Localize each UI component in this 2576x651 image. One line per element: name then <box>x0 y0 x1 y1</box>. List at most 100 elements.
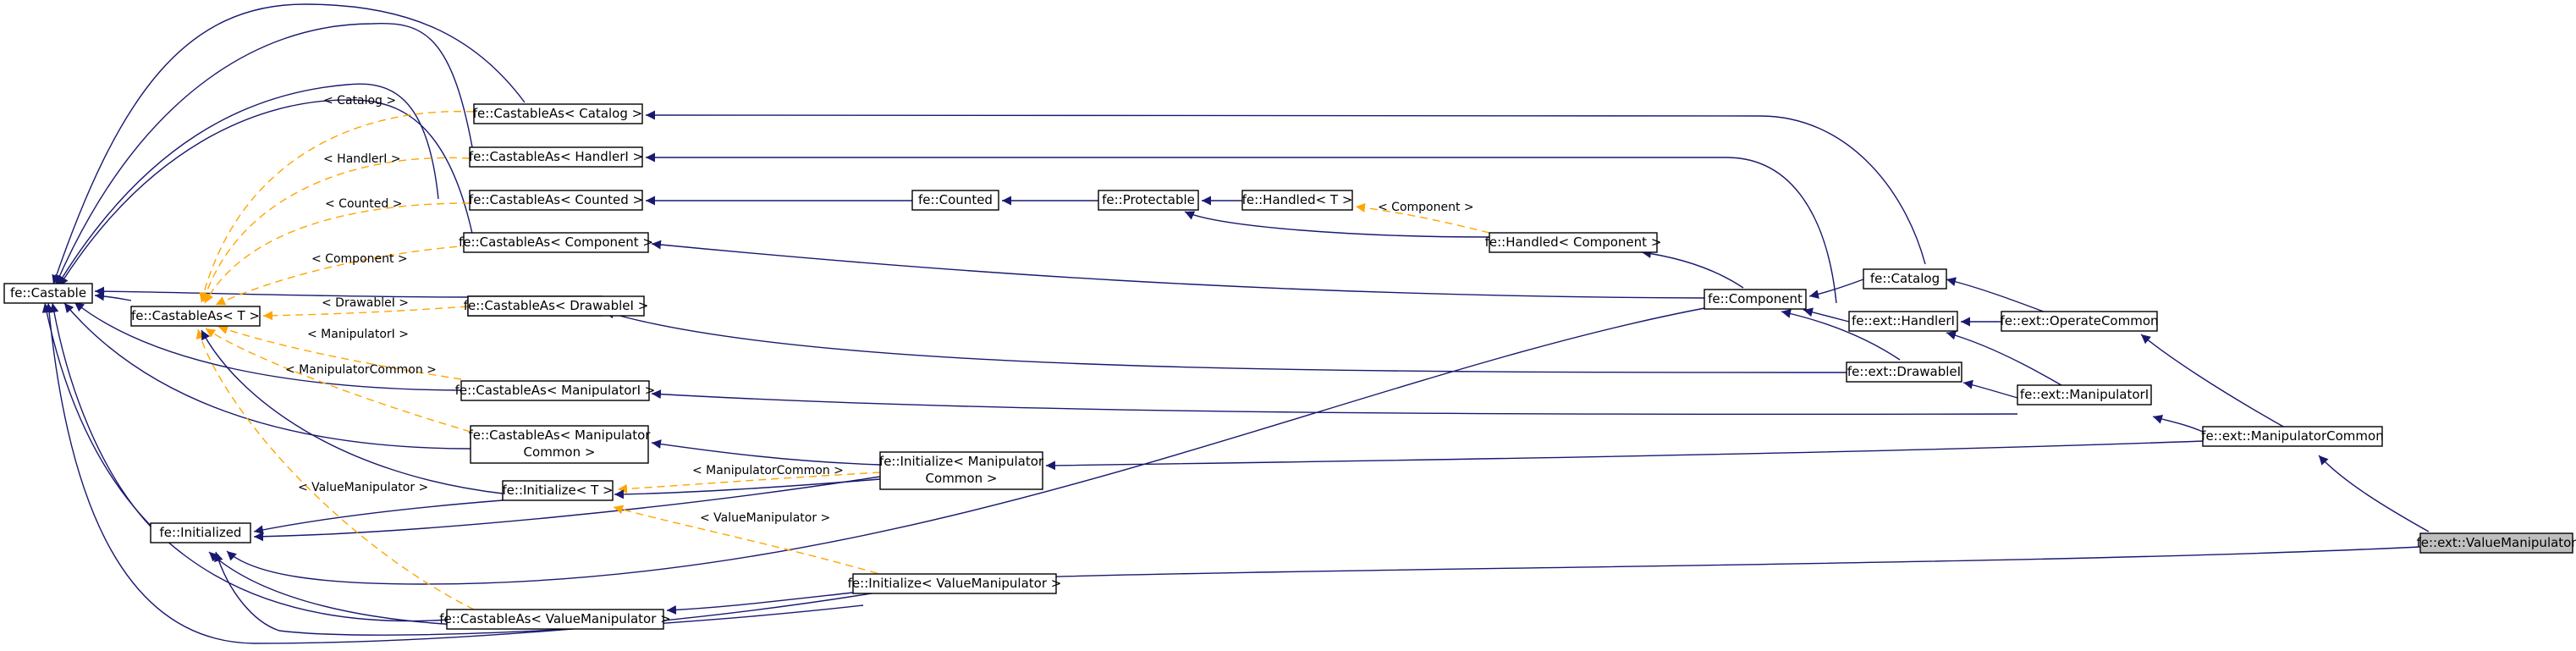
edge-component-to-castableas-component <box>651 240 1705 299</box>
node-label: fe::ext::ValueManipulator <box>2416 535 2576 550</box>
edge-castableas-t-to-castable <box>94 291 132 301</box>
node-fe-ext-handleri[interactable]: fe::ext::HandlerI <box>1848 311 1958 332</box>
node-label: fe::ext::ManipulatorCommon <box>2201 428 2383 444</box>
node-fe-castableas-drawablei[interactable]: fe::CastableAs< DrawableI > <box>464 295 649 317</box>
edge-initialized-to-castable <box>49 302 151 527</box>
edge-label-valuemanipulator: < ValueManipulator > <box>298 481 428 494</box>
edge-valuemanipulator-to-manipulatorcommon <box>2318 455 2430 532</box>
node-label: fe::CastableAs< Counted > <box>469 192 643 207</box>
edge-castableas-component-to-castable <box>58 99 475 287</box>
node-fe-castableas-counted[interactable]: fe::CastableAs< Counted > <box>469 190 643 211</box>
edge-initialize-t-to-initialized <box>253 499 504 535</box>
nodes: fe::Castable fe::CastableAs< T > fe::Ini… <box>3 103 2576 630</box>
node-label-line-2: Common > <box>524 444 596 460</box>
node-fe-ext-operatecommon[interactable]: fe::ext::OperateCommon <box>2000 311 2159 332</box>
edge-castableas-counted-to-castable <box>57 83 439 286</box>
template-edge-init-manipulatorcommon <box>617 472 881 494</box>
edge-castableas-drawablei-to-castable <box>94 286 469 298</box>
node-fe-protectable[interactable]: fe::Protectable <box>1098 190 1199 211</box>
edge-manipulatorcommon-to-manipulatori <box>2152 415 2204 433</box>
node-label: fe::ext::ManipulatorI <box>2020 387 2149 402</box>
node-fe-initialize-manipulatorcommon[interactable]: fe::Initialize< Manipulator Common > <box>879 451 1044 490</box>
node-label: fe::ext::HandlerI <box>1852 313 1955 328</box>
node-fe-castableas-valuemanipulator[interactable]: fe::CastableAs< ValueManipulator > <box>439 609 671 630</box>
edges-right <box>1001 277 2430 583</box>
node-label: fe::CastableAs< ManipulatorI > <box>455 383 656 398</box>
node-fe-component[interactable]: fe::Component <box>1704 289 1807 310</box>
node-label: fe::Protectable <box>1102 192 1195 207</box>
node-label: fe::Castable <box>10 285 86 301</box>
edge-label-catalog: < Catalog > <box>323 94 396 108</box>
edge-catalog-to-component <box>1808 279 1864 299</box>
node-label: fe::CastableAs< ValueManipulator > <box>439 611 670 626</box>
edge-manipulatorcommon-to-initialize-manipulatorcommon <box>1045 440 2204 471</box>
node-label: fe::CastableAs< Component > <box>459 234 653 250</box>
edges-middle <box>603 110 2018 615</box>
edge-label-component: < Component > <box>311 252 408 266</box>
node-fe-castableas-handleri[interactable]: fe::CastableAs< HandlerI > <box>469 146 643 168</box>
edge-drawablei-to-castableas-drawablei <box>603 309 1847 373</box>
node-label: fe::Handled< Component > <box>1485 234 1662 250</box>
template-edge-manipulatori <box>217 325 462 380</box>
template-edge-manipulatorcommon <box>205 328 471 433</box>
edge-valuemanipulator-to-initialize-valuemanipulator <box>1001 546 2421 583</box>
node-fe-handled-component[interactable]: fe::Handled< Component > <box>1485 232 1662 253</box>
template-edge-counted <box>204 202 471 304</box>
edge-castableas-valuemanipulator-to-castable <box>41 302 449 622</box>
template-edges-castableas-t <box>195 110 504 610</box>
edge-manipulatori-to-drawablei <box>1962 379 2018 399</box>
node-label: fe::CastableAs< Catalog > <box>473 106 642 121</box>
node-fe-handled-t[interactable]: fe::Handled< T > <box>1241 190 1353 211</box>
template-edge-catalog <box>199 110 475 303</box>
edge-label-handled-component: < Component > <box>1378 201 1474 214</box>
edge-labels: < Catalog > < HandlerI > < Counted > < C… <box>285 94 1474 525</box>
node-label: fe::ext::OperateCommon <box>2000 313 2158 328</box>
template-edge-handled-component <box>1355 202 1490 234</box>
node-label-line-1: fe::Initialize< Manipulator <box>879 454 1044 469</box>
template-edge-component <box>215 245 471 306</box>
node-fe-castableas-t[interactable]: fe::CastableAs< T > <box>130 306 261 327</box>
node-fe-castableas-manipulatori[interactable]: fe::CastableAs< ManipulatorI > <box>455 380 656 401</box>
node-fe-ext-manipulatori[interactable]: fe::ext::ManipulatorI <box>2017 384 2152 405</box>
edge-label-init-manipulatorcommon: < ManipulatorCommon > <box>692 464 844 477</box>
node-label-line-1: fe::CastableAs< Manipulator <box>469 428 652 443</box>
edge-castableas-catalog-to-castable <box>52 3 526 285</box>
node-label: fe::Component <box>1708 291 1803 306</box>
node-fe-ext-valuemanipulator[interactable]: fe::ext::ValueManipulator <box>2416 532 2576 554</box>
node-fe-castableas-manipulatorcommon[interactable]: fe::CastableAs< Manipulator Common > <box>469 425 652 464</box>
node-fe-initialized[interactable]: fe::Initialized <box>150 522 251 543</box>
edge-label-handleri: < HandlerI > <box>323 152 401 166</box>
node-fe-counted[interactable]: fe::Counted <box>911 190 999 211</box>
node-label-line-2: Common > <box>926 471 998 486</box>
edge-castableas-handleri-to-castable <box>55 22 475 285</box>
template-edge-init-valuemanipulator <box>613 505 915 585</box>
edge-manipulatori-to-castableas-manipulatori <box>651 389 2018 416</box>
edge-manipulatorcommon-to-operatecommon <box>2140 334 2286 428</box>
edge-handled-component-to-protectable <box>1184 211 1490 238</box>
edge-castableas-valuemanipulator-to-initialized <box>208 551 458 626</box>
node-label: fe::Initialize< T > <box>502 483 613 498</box>
edge-castableas-manipulatori-to-castable <box>74 301 462 391</box>
edge-label-init-valuemanipulator: < ValueManipulator > <box>700 511 830 525</box>
node-fe-ext-manipulatorcommon[interactable]: fe::ext::ManipulatorCommon <box>2201 426 2384 447</box>
node-fe-initialize-valuemanipulator[interactable]: fe::Initialize< ValueManipulator > <box>848 573 1062 594</box>
node-fe-initialize-t[interactable]: fe::Initialize< T > <box>502 480 614 501</box>
edge-label-counted: < Counted > <box>325 197 402 211</box>
edge-initialize-manipulatorcommon-to-castableas-manipulatorcommon <box>651 439 881 466</box>
node-label: fe::Counted <box>918 192 993 207</box>
node-fe-castableas-catalog[interactable]: fe::CastableAs< Catalog > <box>473 103 643 124</box>
node-fe-catalog[interactable]: fe::Catalog <box>1863 268 1947 290</box>
node-fe-castable[interactable]: fe::Castable <box>3 283 93 304</box>
node-fe-ext-drawablei[interactable]: fe::ext::DrawableI <box>1846 361 1962 383</box>
edge-initialize-manipulatorcommon-to-initialize-t <box>614 478 881 499</box>
node-label: fe::Initialized <box>160 525 242 540</box>
template-edges-initialize-t <box>613 472 915 585</box>
node-fe-castableas-component[interactable]: fe::CastableAs< Component > <box>459 232 653 253</box>
edge-initialize-manipulatorcommon-to-initialized <box>253 476 881 542</box>
node-label: fe::CastableAs< DrawableI > <box>464 298 649 313</box>
edge-catalog-to-castableas-catalog <box>645 110 1926 265</box>
edge-label-manipulatorcommon: < ManipulatorCommon > <box>285 363 437 377</box>
template-edge-handleri <box>201 157 471 303</box>
edge-initialize-valuemanipulator-to-castableas-valuemanipulator <box>666 592 854 615</box>
